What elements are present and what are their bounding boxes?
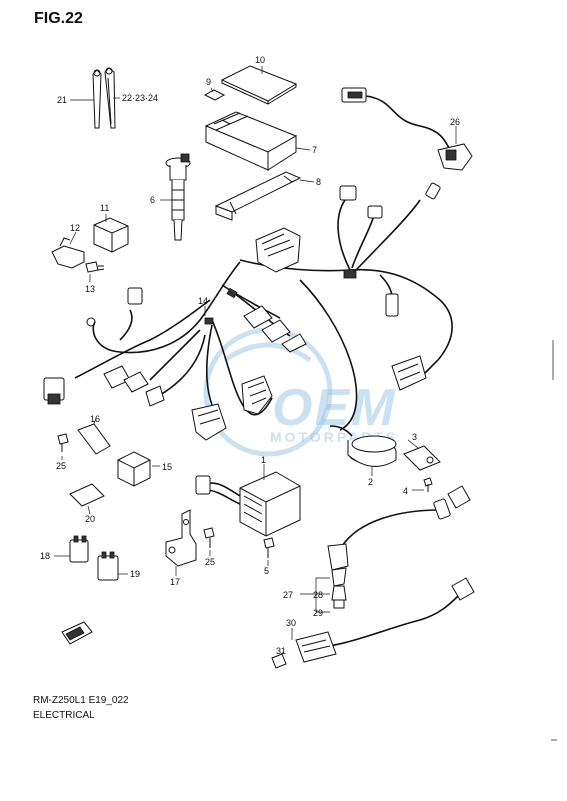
callout-16: 16 — [90, 414, 100, 424]
callout-30: 30 — [286, 618, 296, 628]
harness-connectors — [43, 182, 441, 441]
callout-8: 8 — [316, 177, 321, 187]
main-harness — [74, 199, 453, 431]
cable-ties — [70, 67, 120, 129]
callout-28: 28 — [313, 590, 323, 600]
left-small-parts — [57, 417, 160, 515]
callout-5: 5 — [264, 566, 269, 576]
callout-27: 27 — [283, 590, 293, 600]
lead-30 — [271, 577, 475, 669]
label-sheets — [203, 65, 298, 105]
callout-14: 14 — [198, 296, 208, 306]
callout-18: 18 — [40, 551, 50, 561]
callout-29: 29 — [313, 608, 323, 618]
callout-6: 6 — [150, 195, 155, 205]
callout-7: 7 — [312, 145, 317, 155]
plug-cap — [300, 485, 471, 613]
callout-17: 17 — [170, 577, 180, 587]
callout-31: 31 — [276, 646, 286, 656]
callout-20: 20 — [85, 514, 95, 524]
watermark: OEM MOTORPARTS — [203, 327, 396, 457]
callout-labels: 1 2 3 4 5 6 7 8 9 10 11 12 13 14 15 16 1… — [40, 55, 460, 656]
callout-13: 13 — [85, 284, 95, 294]
callout-10: 10 — [255, 55, 265, 65]
callout-19: 19 — [130, 569, 140, 579]
callout-3: 3 — [412, 432, 417, 442]
front-arrow-icon — [61, 621, 93, 645]
callout-21: 21 — [57, 95, 67, 105]
fuse-holders — [54, 535, 128, 581]
callout-26: 26 — [450, 117, 460, 127]
callout-9: 9 — [206, 77, 211, 87]
condenser-group — [329, 425, 441, 492]
sensor-26 — [341, 87, 473, 171]
relay-group — [51, 214, 129, 282]
callout-15: 15 — [162, 462, 172, 472]
ecm-band — [214, 171, 315, 221]
ignition-coil — [160, 153, 191, 241]
figure-code: RM-Z250L1 E19_022 — [33, 695, 129, 706]
watermark-brand: OEM — [272, 379, 396, 437]
figure-header: FIG.22 — [34, 10, 83, 27]
callout-25-right: 25 — [205, 557, 215, 567]
callout-4: 4 — [403, 486, 408, 496]
bracket-17 — [165, 509, 215, 576]
callout-1: 1 — [261, 455, 266, 465]
callout-12: 12 — [70, 223, 80, 233]
callout-22-23-24: 22·23·24 — [122, 93, 158, 103]
ecm-unit — [204, 111, 311, 171]
callout-11: 11 — [100, 203, 109, 213]
callout-25-left: 25 — [56, 461, 66, 471]
callout-2: 2 — [368, 477, 373, 487]
regulator-rectifier — [195, 464, 301, 566]
figure-title: ELECTRICAL — [33, 710, 95, 721]
